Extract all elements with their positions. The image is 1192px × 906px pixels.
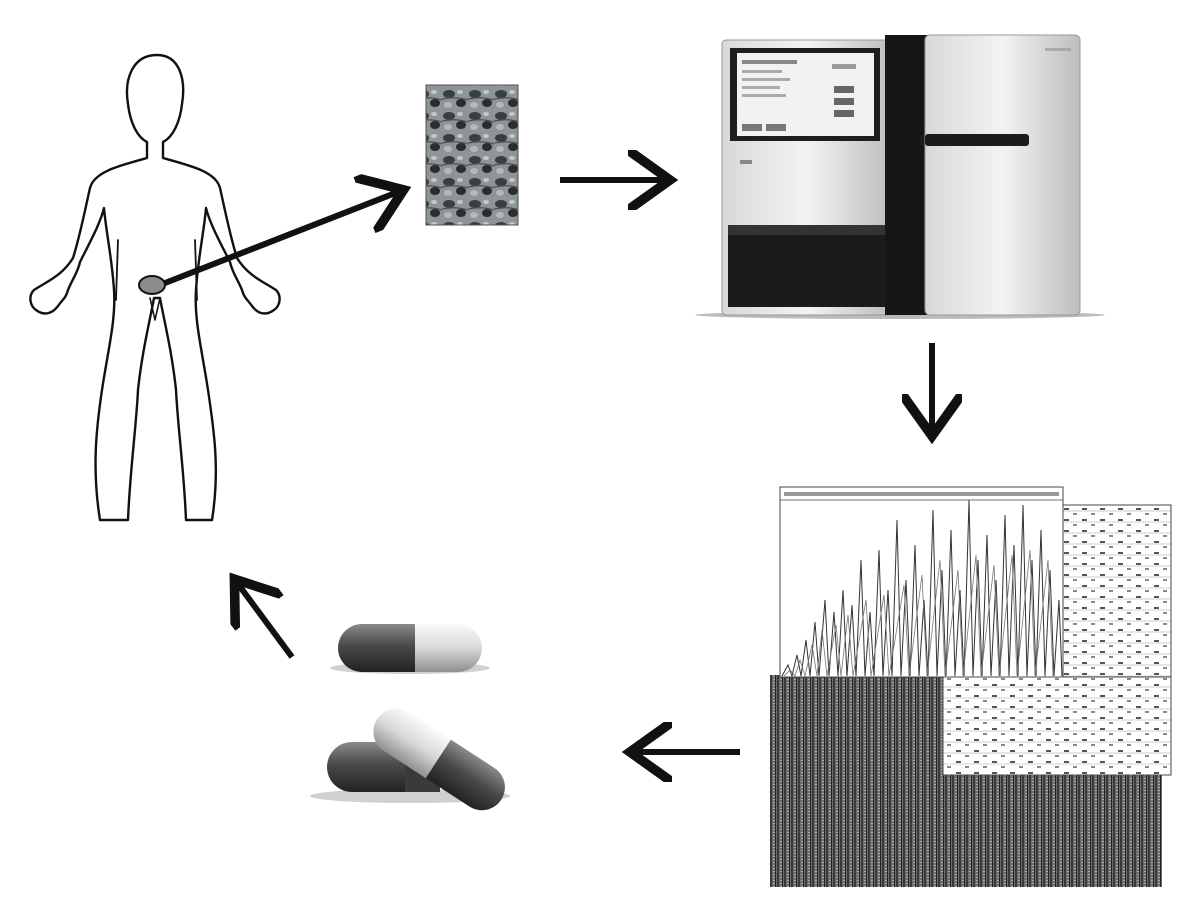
capsule-pills-icon bbox=[310, 624, 510, 811]
biopsy-site-marker bbox=[138, 275, 166, 295]
arrow-patient-to-biopsy bbox=[163, 192, 398, 286]
arrow-drugs-to-patient bbox=[238, 584, 295, 659]
sequencing-machine-icon bbox=[695, 34, 1105, 319]
tissue-micrograph-icon bbox=[425, 84, 519, 226]
chromatogram-heatmap-icon bbox=[770, 486, 1172, 887]
